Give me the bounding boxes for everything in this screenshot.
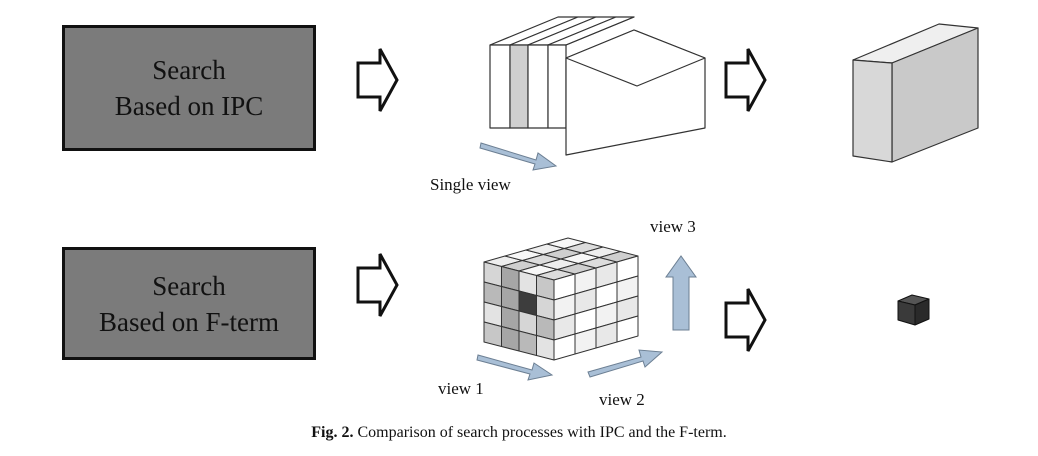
cube-front-cell (483, 321, 502, 347)
cube-front-cell (518, 330, 537, 356)
slice-edge (565, 16, 635, 46)
search-ipc-box: Search Based on IPC (62, 25, 316, 151)
slice-front-face (509, 44, 529, 129)
process-arrow-icon (356, 48, 399, 112)
search-ipc-line2: Based on IPC (114, 91, 264, 121)
single-view-label: Single view (430, 175, 511, 194)
view2-label: view 2 (599, 390, 645, 409)
slice-front-face (489, 44, 511, 129)
view3-label: view 3 (650, 217, 696, 236)
fterm-result-cube (897, 294, 930, 326)
caption-text: Comparison of search processes with IPC … (353, 424, 727, 441)
search-ipc-line1: Search (152, 55, 226, 85)
search-fterm-box: Search Based on F-term (62, 247, 316, 360)
process-arrow-icon (356, 253, 399, 317)
caption-prefix: Fig. 2. (311, 424, 354, 441)
cube-front-cell (501, 326, 520, 352)
view1-label: view 1 (438, 379, 484, 398)
search-fterm-line1: Search (152, 270, 226, 301)
process-arrow-icon (724, 288, 767, 352)
view1-arrow-icon (476, 354, 554, 381)
slice-front-face (527, 44, 549, 129)
view3-arrow-icon (665, 255, 697, 331)
fterm-cube-grid (483, 237, 639, 361)
cube-front-cell (536, 335, 555, 361)
view2-arrow-icon (587, 349, 664, 378)
figure-caption: Fig. 2. Comparison of search processes w… (0, 424, 1038, 442)
search-fterm-line2: Based on F-term (99, 306, 279, 337)
cube-side-cell (616, 315, 639, 343)
ipc-result-block (852, 23, 979, 163)
block-top-face (565, 29, 706, 87)
ipc-sliced-block (489, 16, 706, 156)
process-arrow-icon (724, 48, 767, 112)
single-view-arrow-icon (479, 142, 558, 171)
slice-front-face (547, 44, 567, 129)
